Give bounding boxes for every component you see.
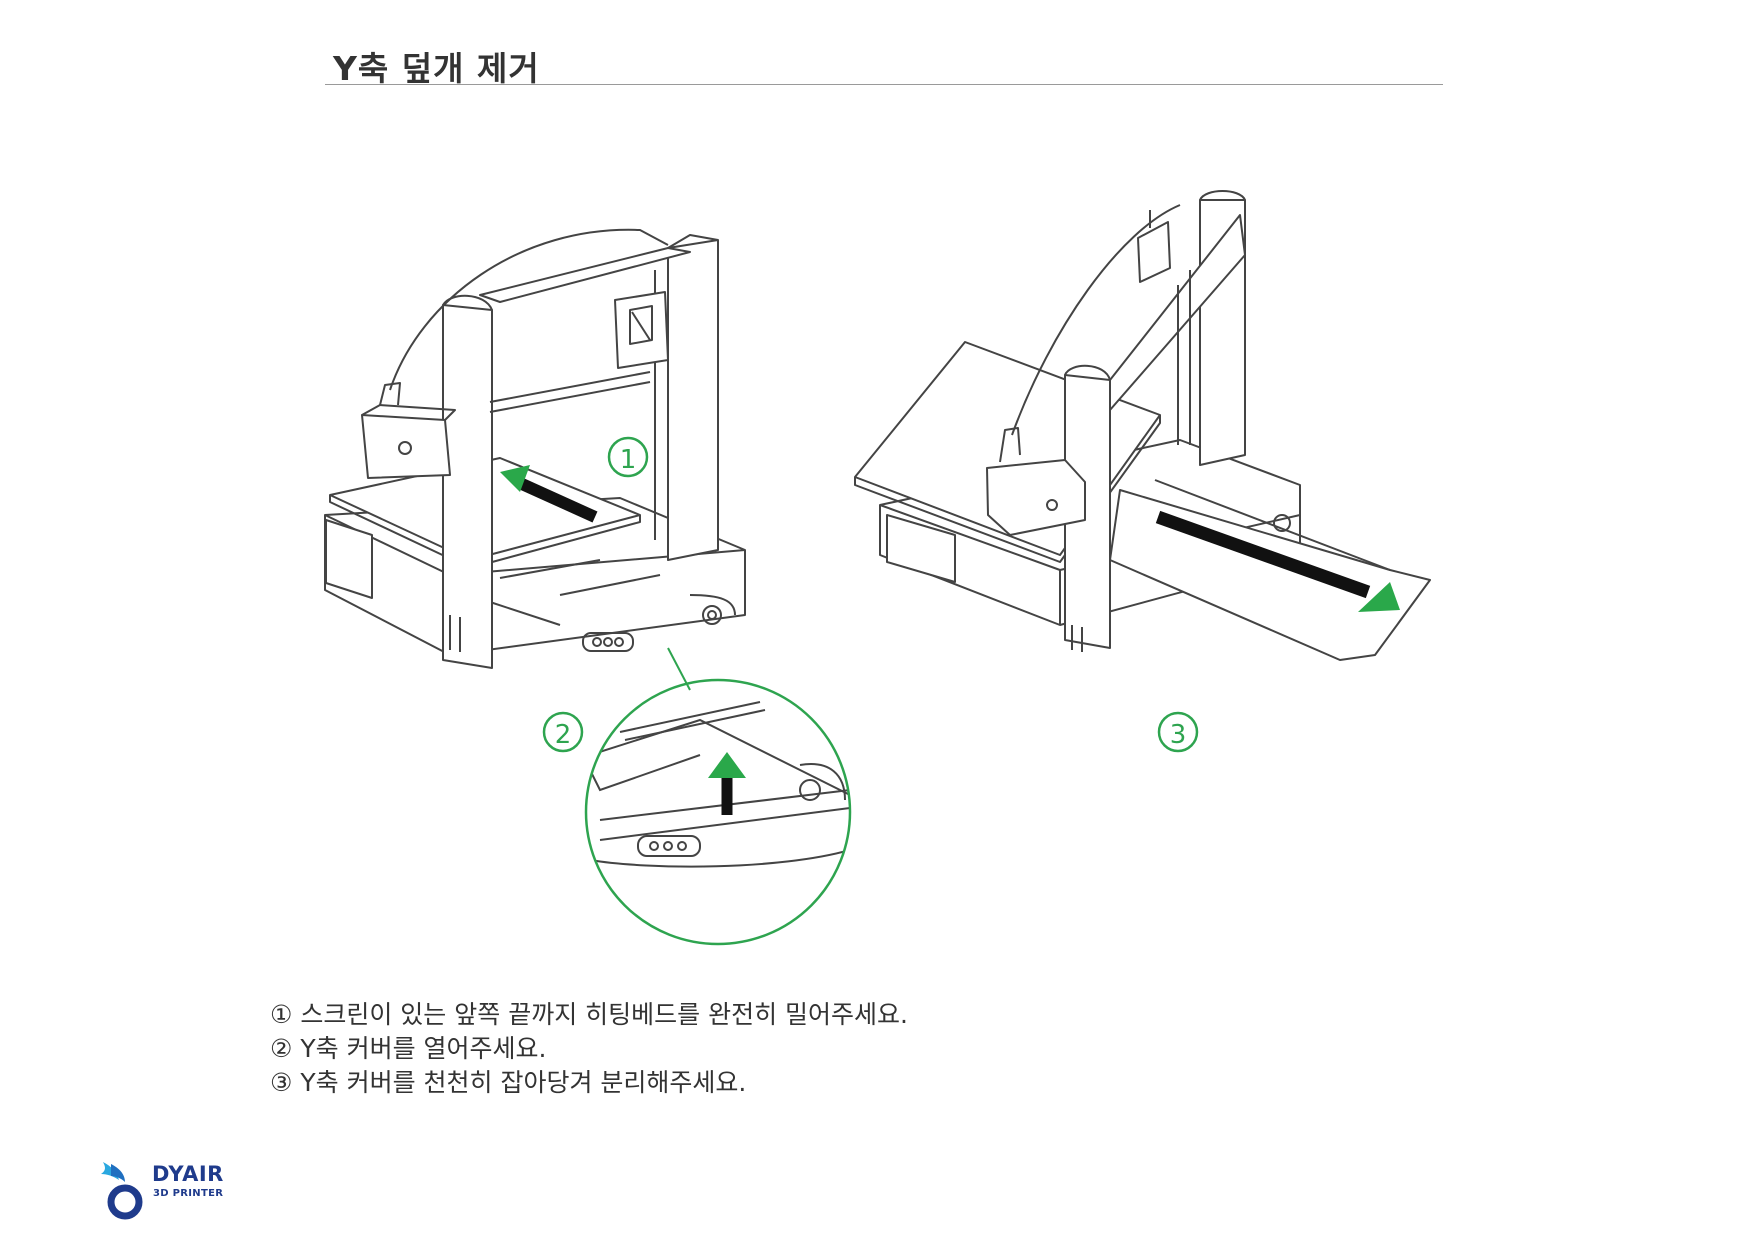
callout-1-number: 1: [620, 445, 637, 475]
logo-tagline: 3D PRINTER: [153, 1188, 224, 1199]
printer-front-drawing: [324, 228, 746, 669]
callout-1-circle: [607, 436, 649, 478]
push-arrow-shaft: [519, 478, 598, 523]
dyair-logo: DYAIR 3D PRINTER: [97, 1158, 227, 1222]
logo-wordmark: DYAIR: [152, 1162, 224, 1186]
push-arrow-head: [500, 465, 530, 492]
callout-2-number: 2: [555, 720, 572, 750]
instruction-list: ① 스크린이 있는 앞쪽 끝까지 히팅베드를 완전히 밀어주세요. ② Y축 커…: [270, 998, 908, 1100]
instruction-step-1: ① 스크린이 있는 앞쪽 끝까지 히팅베드를 완전히 밀어주세요.: [270, 1000, 908, 1029]
instruction-step-2: ② Y축 커버를 열어주세요.: [270, 1034, 547, 1063]
callout-2-circle: [542, 711, 584, 753]
instruction-step-3: ③ Y축 커버를 천천히 잡아당겨 분리해주세요.: [270, 1068, 747, 1097]
callout-3-number: 3: [1170, 720, 1187, 750]
lift-arrow-head: [708, 752, 746, 778]
page-title: Y축 덮개 제거: [333, 49, 540, 88]
dyair-logo-icon: [101, 1162, 143, 1220]
title-divider: [325, 84, 1443, 85]
pull-arrow-head: [1358, 582, 1400, 612]
callout-3-circle: [1157, 711, 1199, 753]
zoom-detail-circle: [584, 678, 852, 946]
pull-arrow-shaft: [1155, 510, 1371, 599]
